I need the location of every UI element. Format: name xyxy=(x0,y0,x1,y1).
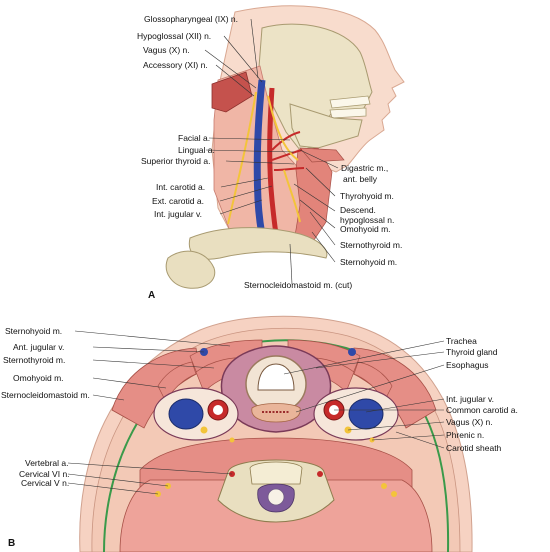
label-sternohyoid-a: Sternohyoid m. xyxy=(340,257,398,267)
label-vagus-a: Vagus (X) n. xyxy=(143,45,190,55)
label-digastric-1: Digastric m., xyxy=(341,163,389,173)
label-facial-a: Facial a. xyxy=(178,133,211,143)
cervical-right-2 xyxy=(391,491,397,497)
label-int-jugular-v-a: Int. jugular v. xyxy=(154,209,203,219)
label-descend-2: hypoglossal n. xyxy=(340,215,395,225)
nerves-a xyxy=(227,91,301,225)
int-jugular-right xyxy=(348,398,384,430)
label-scm-b: Sternocleidomastoid m. xyxy=(1,390,90,400)
label-phrenic: Phrenic n. xyxy=(446,430,485,440)
label-common-carotid: Common carotid a. xyxy=(446,405,518,415)
label-carotid-sheath: Carotid sheath xyxy=(446,443,502,453)
label-sternothyroid-b: Sternothyroid m. xyxy=(3,355,66,365)
trachea-lumen xyxy=(257,363,295,391)
scapula xyxy=(165,250,216,289)
label-sternohyoid-b: Sternohyoid m. xyxy=(5,326,63,336)
common-carotid-left-lumen xyxy=(213,405,223,415)
vertebral-a-right xyxy=(317,471,323,477)
int-jugular-left xyxy=(168,398,204,430)
nerve-dot-left xyxy=(229,437,235,443)
ext-carotid-branches xyxy=(271,131,305,171)
label-sup-thyroid-a: Superior thyroid a. xyxy=(141,156,211,166)
investing-fascia xyxy=(103,339,450,552)
panel-b-letter: B xyxy=(8,538,16,549)
label-hypoglossal: Hypoglossal (XII) n. xyxy=(137,31,212,41)
label-int-carotid-a: Int. carotid a. xyxy=(156,182,206,192)
scm-retracted xyxy=(211,71,253,113)
label-ext-carotid-a: Ext. carotid a. xyxy=(152,196,204,206)
panel-b-leaders xyxy=(67,330,445,495)
ant-jugular-right xyxy=(348,348,356,356)
teeth-upper xyxy=(329,95,371,109)
label-sternothyroid-a: Sternothyroid m. xyxy=(340,240,403,250)
panel-a-letter: A xyxy=(148,290,156,301)
vagus-left xyxy=(200,426,208,434)
label-int-jugular-b: Int. jugular v. xyxy=(446,394,495,404)
label-esophagus: Esophagus xyxy=(446,360,489,370)
vertebral-body xyxy=(249,461,303,485)
label-digastric-2: ant. belly xyxy=(343,174,378,184)
digastric xyxy=(299,147,345,163)
label-scm-cut: Sternocleidomastoid m. (cut) xyxy=(244,280,353,290)
label-thyrohyoid: Thyrohyoid m. xyxy=(340,191,394,201)
label-ant-jugular: Ant. jugular v. xyxy=(13,342,65,352)
clavicle xyxy=(188,227,328,260)
label-lingual-a: Lingual a. xyxy=(178,145,215,155)
label-omohyoid-b: Omohyoid m. xyxy=(13,373,64,383)
label-trachea: Trachea xyxy=(446,336,477,346)
mandible xyxy=(289,103,363,149)
cervical-right-1 xyxy=(381,483,387,489)
label-vertebral-a: Vertebral a. xyxy=(25,458,69,468)
label-thyroid-gland: Thyroid gland xyxy=(446,347,498,357)
label-descend-1: Descend. xyxy=(340,205,376,215)
label-cervical-vi: Cervical VI n. xyxy=(19,469,70,479)
teeth-lower xyxy=(329,107,367,119)
label-cervical-v: Cervical V n. xyxy=(21,478,70,488)
label-glossopharyngeal: Glossopharyngeal (IX) n. xyxy=(144,14,239,24)
spinal-cord xyxy=(267,488,285,506)
panel-a-leaders xyxy=(204,18,339,285)
label-vagus-b: Vagus (X) n. xyxy=(446,417,493,427)
label-omohyoid-a: Omohyoid m. xyxy=(340,224,391,234)
label-accessory: Accessory (XI) n. xyxy=(143,60,208,70)
